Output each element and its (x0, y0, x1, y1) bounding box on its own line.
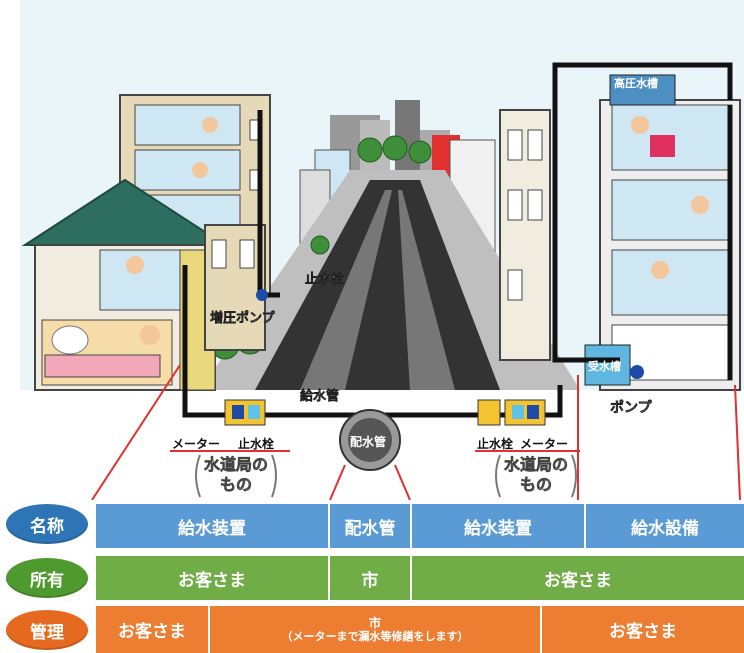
label-supply-pipe: 給水管 (300, 388, 339, 404)
manage-cell-customer-left: お客さま (96, 606, 208, 653)
label-meter-right: メーター (520, 437, 568, 451)
left-midrise (204, 224, 266, 351)
label-meter-left: メーター (172, 437, 220, 451)
label-owned-by-bureau-left: 水道局のもの (204, 455, 269, 494)
meters-and-valves (224, 289, 644, 426)
label-distribution-main: 配水管 (350, 434, 386, 449)
right-apartment-building (584, 74, 741, 391)
bureau-brackets (195, 454, 577, 498)
row-chip-manage: 管理 (6, 610, 88, 650)
name-cell-supply-facility: 給水設備 (586, 504, 744, 548)
manage-cell-customer-right: お客さま (542, 606, 744, 653)
receiving-tank (584, 344, 631, 386)
road-lane-right (398, 190, 455, 390)
owner-cell-customer-right: お客さま (412, 556, 744, 600)
label-high-tank: 高圧水槽 (614, 76, 658, 90)
name-cell-distribution-main: 配水管 (330, 504, 410, 548)
annotation-lines (91, 364, 741, 500)
label-owned-by-bureau-right: 水道局のもの (504, 455, 569, 494)
label-pump: ポンプ (610, 399, 653, 416)
row-chip-name: 名称 (6, 504, 88, 544)
owner-cell-city: 市 (330, 556, 410, 600)
owner-cell-customer-left: お客さま (96, 556, 328, 600)
name-cell-supply-device-right: 給水装置 (412, 504, 584, 548)
label-stop-valve-left: 止水栓 (238, 436, 274, 451)
name-cell-supply-device-left: 給水装置 (96, 504, 328, 548)
label-booster-pump: 増圧ポンプ (210, 310, 276, 326)
water-supply-illustration: 高圧水槽 止水栓 増圧ポンプ 給水管 メーター 止水栓 配水管 止水栓 メーター… (20, 0, 744, 500)
row-chip-owner: 所有 (6, 558, 88, 598)
diagram-labels: 高圧水槽 止水栓 増圧ポンプ 給水管 メーター 止水栓 配水管 止水栓 メーター… (172, 76, 658, 494)
distribution-main (339, 409, 401, 471)
high-pressure-tank (609, 74, 676, 106)
manage-city-label: 市 (368, 616, 381, 630)
right-midrise (499, 109, 551, 361)
label-stop-valve-right: 止水栓 (477, 436, 513, 451)
label-stop-valve-street: 止水栓 (305, 271, 344, 287)
label-receiving-tank: 受水槽 (588, 359, 621, 373)
manage-cell-city: 市 （メーターまで漏水等修繕をします） (210, 606, 540, 653)
manage-city-note: （メーターまで漏水等修繕をします） (281, 630, 469, 643)
road-lane-left (300, 190, 392, 390)
